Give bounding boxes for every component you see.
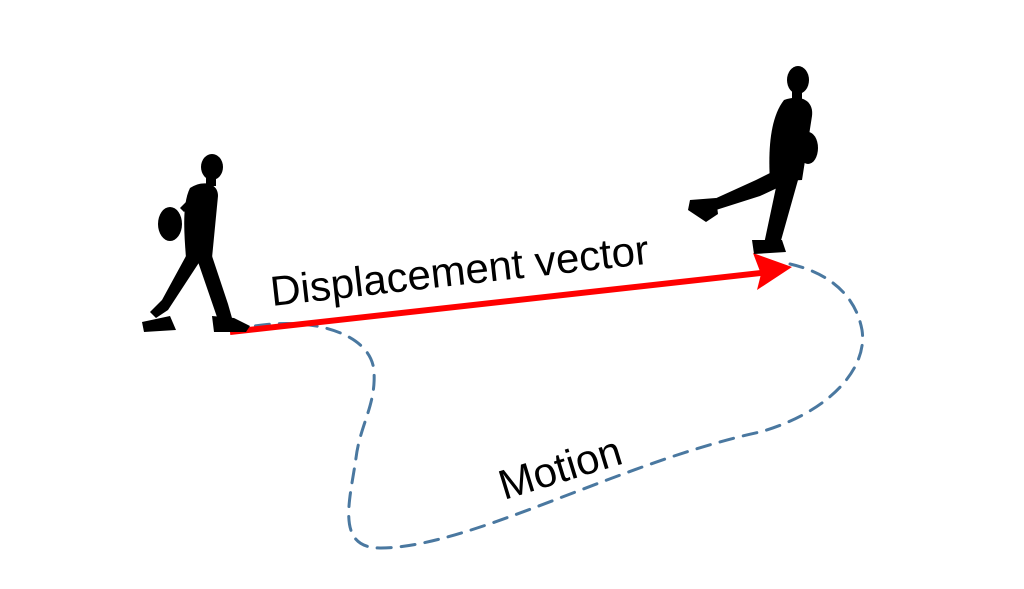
displacement-arrow-shaft [229,269,771,335]
displacement-arrow-head [753,253,792,290]
motion-path [230,262,865,550]
walking-person-icon [688,66,818,254]
displacement-label: Displacement vector [268,226,651,315]
walking-person-icon [142,154,250,332]
motion-label: Motion [493,427,627,509]
